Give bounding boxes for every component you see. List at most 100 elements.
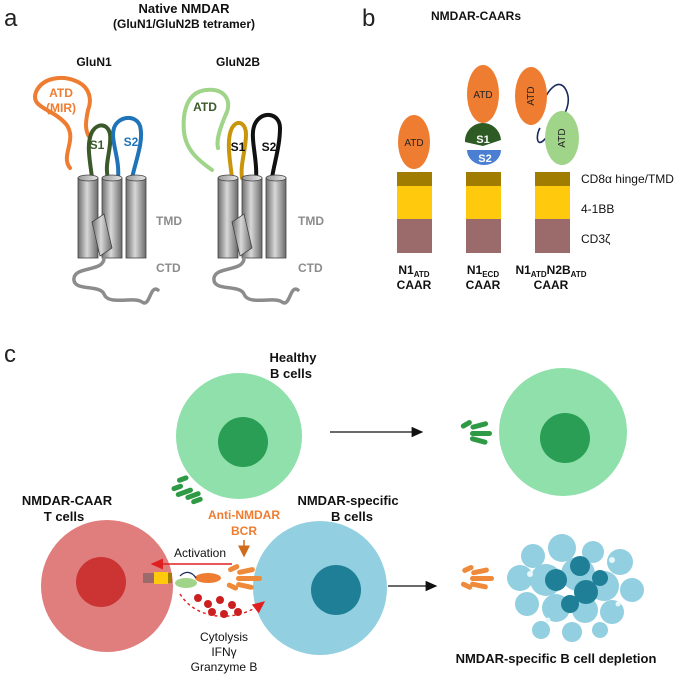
healthy-label-1: Healthy <box>270 350 318 365</box>
healthy-b-cell-left <box>171 373 302 505</box>
caar-n1-atd: ATD N1ATD CAAR <box>397 115 432 292</box>
panel-a-title-1: Native NMDAR <box>138 1 230 16</box>
caar2-41bb <box>466 186 501 219</box>
glun1-ctd-tail <box>72 256 160 305</box>
glun2b-s2-loop <box>250 112 283 180</box>
healthy-b-cell-right <box>460 368 627 496</box>
specific-b-nucleus <box>311 565 361 615</box>
glun1-atd-label: ATD <box>49 86 73 100</box>
depletion-label: NMDAR-specific B cell depletion <box>456 651 657 666</box>
caar2-cd3z <box>466 219 501 253</box>
glun1-label: GluN1 <box>76 55 112 69</box>
bcr-label-1: Anti-NMDAR <box>208 508 280 522</box>
effect-ifng: IFNγ <box>211 645 236 659</box>
caar3-hinge <box>535 172 570 186</box>
healthy-bcr-antibody <box>171 475 203 505</box>
effect-cytolysis: Cytolysis <box>200 630 248 644</box>
caar1-atd-domain <box>398 115 430 169</box>
tcell-label-2: T cells <box>44 509 84 524</box>
activation-label: Activation <box>174 546 226 560</box>
anti-nmdar-bcr <box>226 564 262 591</box>
specific-label-2: B cells <box>331 509 373 524</box>
glun2b-s1-label: S1 <box>231 140 246 154</box>
glun2b-s2-label: S2 <box>262 140 277 154</box>
caar3-name-line1: N1ATDN2BATD <box>515 263 586 279</box>
glun1-atd-loop <box>33 75 92 170</box>
tcell-caar-atd-orange <box>195 573 221 583</box>
panel-a: a Native NMDAR (GluN1/GluN2B tetramer) G… <box>4 1 324 305</box>
tcell-caar-atd-green <box>175 578 197 588</box>
caar1-hinge <box>397 172 432 186</box>
glun2b-subunit: ATD S1 S2 TMD CTD <box>181 87 324 305</box>
healthy-b-nucleus <box>218 417 268 467</box>
panel-b-title: NMDAR-CAARs <box>431 9 521 23</box>
glun2b-atd-loop <box>181 87 231 172</box>
caar1-41bb <box>397 186 432 219</box>
glun2b-ctd-label: CTD <box>298 261 323 275</box>
nmdar-specific-b-cell <box>253 521 387 655</box>
glun2b-tmd-helices <box>217 174 287 259</box>
tcell-nucleus <box>76 557 126 607</box>
glun2b-tmd-label: TMD <box>298 214 324 228</box>
tcell-label-1: NMDAR-CAAR <box>22 493 113 508</box>
legend-cd3z: CD3ζ <box>581 232 611 246</box>
panel-c: c Healthy B cells <box>4 341 656 674</box>
free-antibody-green <box>460 420 492 445</box>
granzyme-granules <box>194 594 242 618</box>
caar3-atd-label-1: ATD <box>526 86 537 105</box>
panel-b: b NMDAR-CAARs ATD N1ATD CAAR ATD S1 S2 N… <box>362 5 674 292</box>
tcell-caar-hinge <box>168 573 172 583</box>
caar3-atd-domain-2 <box>545 111 579 165</box>
glun1-s1-label: S1 <box>90 138 105 152</box>
effect-granzyme: Granzyme B <box>191 660 258 674</box>
glun1-s2-loop <box>111 116 143 180</box>
bcr-label-2: BCR <box>231 524 257 538</box>
glun1-s1-loop <box>86 123 113 180</box>
caar2-name-line1: N1ECD <box>467 263 499 279</box>
caar1-name-line1: N1ATD <box>398 263 429 279</box>
caar3-name-line2: CAAR <box>534 278 569 292</box>
glun2b-label: GluN2B <box>216 55 260 69</box>
caar2-atd-domain <box>467 65 499 123</box>
glun2b-atd-label: ATD <box>193 100 217 114</box>
glun1-mir-label: (MIR) <box>46 101 76 115</box>
glun1-tmd-helices <box>77 174 147 259</box>
glun2b-s1-loop <box>226 120 249 180</box>
legend-41bb: 4-1BB <box>581 202 614 216</box>
caar1-cd3z <box>397 219 432 253</box>
free-antibody-orange <box>460 564 494 590</box>
caar3-atd-label-2: ATD <box>557 128 568 147</box>
caar2-s1-label: S1 <box>476 134 489 146</box>
panel-a-title-2: (GluN1/GluN2B tetramer) <box>113 17 255 31</box>
glun1-tmd-label: TMD <box>156 214 182 228</box>
caar2-name-line2: CAAR <box>466 278 501 292</box>
healthy-label-2: B cells <box>270 366 312 381</box>
glun2b-ctd-tail <box>212 256 300 305</box>
tcell-caar-cd3z <box>143 573 154 583</box>
glun1-ctd-label: CTD <box>156 261 181 275</box>
specific-label-1: NMDAR-specific <box>297 493 398 508</box>
caar2-s1-domain <box>464 122 501 146</box>
panel-b-letter: b <box>362 5 375 32</box>
caar-t-cell <box>41 520 221 652</box>
caar2-s2-label: S2 <box>478 153 491 165</box>
caar3-cd3z <box>535 219 570 253</box>
legend-hinge: CD8α hinge/TMD <box>581 172 674 186</box>
caar2-atd-label: ATD <box>473 90 492 101</box>
panel-b-legend: CD8α hinge/TMD 4-1BB CD3ζ <box>581 172 674 246</box>
apoptotic-b-cell <box>507 534 644 642</box>
caar-n1-n2b-atd: ATD ATD N1ATDN2BATD CAAR <box>515 67 587 292</box>
panel-c-letter: c <box>4 341 16 368</box>
glun1-subunit: ATD (MIR) S1 S2 TMD CTD <box>33 75 182 305</box>
caar3-41bb <box>535 186 570 219</box>
caar1-atd-label: ATD <box>404 138 423 149</box>
caar-n1-ecd: ATD S1 S2 N1ECD CAAR <box>464 65 501 292</box>
caar2-s2-domain <box>467 150 501 165</box>
caar1-name-line2: CAAR <box>397 278 432 292</box>
caar2-hinge <box>466 172 501 186</box>
tcell-caar-41bb <box>154 572 168 584</box>
caar3-atd-domain-1 <box>515 67 547 125</box>
panel-a-letter: a <box>4 5 18 32</box>
